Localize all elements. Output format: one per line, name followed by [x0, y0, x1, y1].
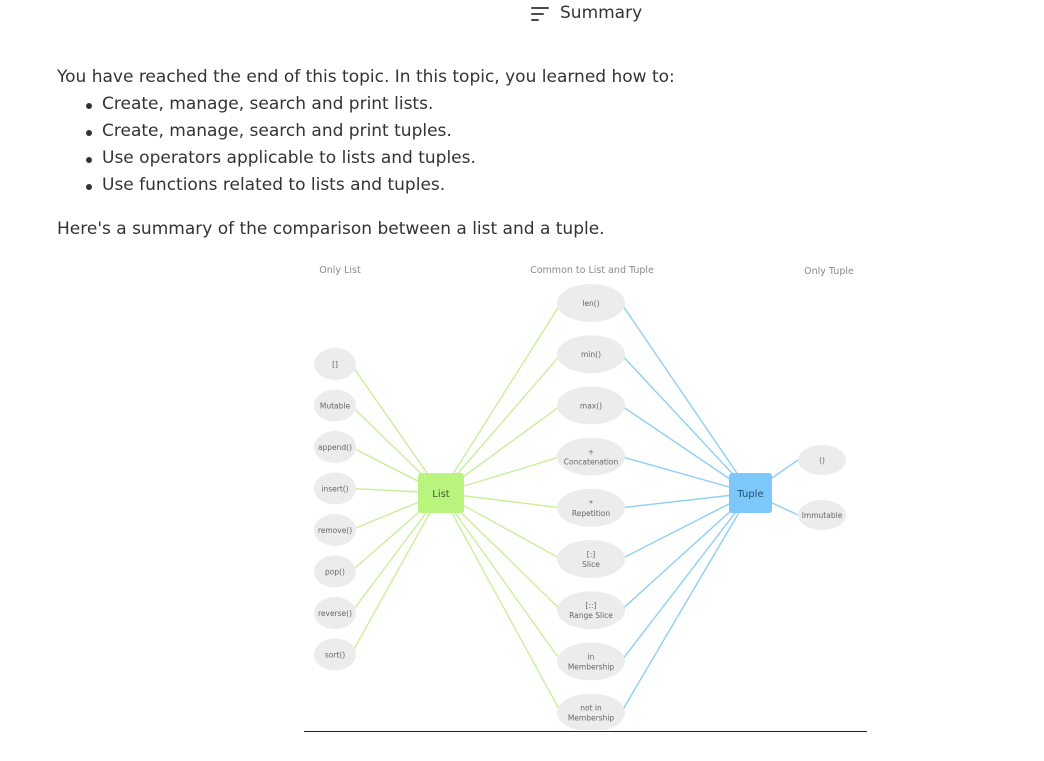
learned-points-list: Create, manage, search and print lists. … [57, 91, 957, 199]
common-node [557, 284, 625, 322]
topic-summary: You have reached the end of this topic. … [57, 64, 957, 199]
header: Summary [0, 0, 1044, 28]
common-label: max() [580, 401, 602, 410]
edge-tuple-common [620, 302, 752, 494]
common-label: Range Slice [569, 611, 613, 620]
list-only-node [314, 597, 356, 629]
list-tuple-comparison-diagram: [] Mutable append() insert() remove() pop() re… [314, 265, 854, 730]
list-only-node [314, 389, 356, 422]
list-only-node [314, 514, 356, 546]
edge-tuple-common [620, 404, 751, 494]
tuple-only-label: () [819, 456, 825, 465]
edge-tuple-common [620, 492, 752, 662]
common-label: Membership [568, 714, 615, 723]
edge-list-common [440, 492, 562, 662]
common-node [557, 540, 625, 578]
tuple-node [729, 473, 772, 513]
edge-list-common [440, 492, 562, 713]
common-label: Membership [568, 662, 615, 671]
list-only-label: Mutable [320, 402, 351, 411]
edge-list-only [350, 363, 442, 494]
common-node [557, 591, 625, 630]
divider [304, 731, 867, 732]
common-label: len() [582, 299, 599, 308]
header-common: Common to List and Tuple [530, 265, 654, 276]
tuple-only-node [798, 445, 846, 475]
edge-list-only [350, 492, 442, 655]
list-only-label: append() [318, 443, 352, 452]
list-only-label: reverse() [318, 609, 352, 618]
list-only-node [314, 555, 356, 588]
edge-list-common [440, 353, 562, 494]
edge-tuple-common [620, 492, 752, 713]
tuple-node-label: Tuple [736, 489, 763, 500]
common-node [557, 693, 625, 730]
list-item: Use functions related to lists and tuple… [57, 172, 957, 199]
list-only-node [314, 472, 356, 505]
common-label: Concatenation [564, 458, 619, 467]
edge-list-common [440, 302, 562, 494]
list-only-label: remove() [318, 526, 352, 535]
summary-heading[interactable]: Summary [531, 3, 642, 23]
common-symbol: not in [580, 704, 602, 713]
common-node [557, 335, 625, 374]
edge-tuple-common [620, 492, 751, 509]
list-only-label: sort() [325, 651, 345, 660]
tuple-only-node [798, 500, 846, 530]
common-symbol: + [588, 448, 594, 457]
common-symbol: * [589, 499, 593, 508]
edge-tuple-common [620, 455, 751, 494]
menu-lines-icon[interactable] [531, 7, 549, 21]
intro-text: You have reached the end of this topic. … [57, 67, 675, 87]
comparison-intro: Here's a summary of the comparison betwe… [57, 219, 605, 239]
summary-title: Summary [560, 3, 643, 23]
tuple-only-label: Immutable [802, 511, 843, 520]
list-item: Create, manage, search and print tuples. [57, 118, 957, 145]
list-only-node [314, 638, 356, 671]
list-only-node [314, 431, 356, 463]
list-only-node [314, 348, 356, 380]
common-node [557, 642, 625, 681]
common-label: Repetition [572, 509, 611, 518]
common-label: min() [581, 350, 601, 359]
common-label: Slice [582, 560, 600, 569]
common-symbol: [::] [586, 601, 597, 610]
list-node-label: List [432, 489, 450, 500]
edge-tuple-common [620, 353, 752, 494]
header-only-tuple: Only Tuple [804, 266, 854, 277]
diagram-edges [350, 302, 799, 713]
common-node [557, 437, 625, 476]
common-node [557, 386, 625, 425]
diagram-nodes: [] Mutable append() insert() remove() pop() re… [314, 284, 846, 730]
edge-tuple-common [620, 492, 751, 560]
common-symbol: in [588, 652, 595, 661]
header-only-list: Only List [319, 265, 361, 276]
edge-tuple-common [620, 492, 751, 611]
list-only-label: insert() [321, 485, 348, 494]
list-item: Create, manage, search and print lists. [57, 91, 957, 118]
list-node [418, 473, 464, 513]
list-item: Use operators applicable to lists and tu… [57, 145, 957, 172]
list-only-label: [] [332, 360, 338, 369]
common-symbol: [:] [587, 550, 595, 559]
common-node [557, 488, 625, 527]
list-only-label: pop() [325, 568, 345, 577]
